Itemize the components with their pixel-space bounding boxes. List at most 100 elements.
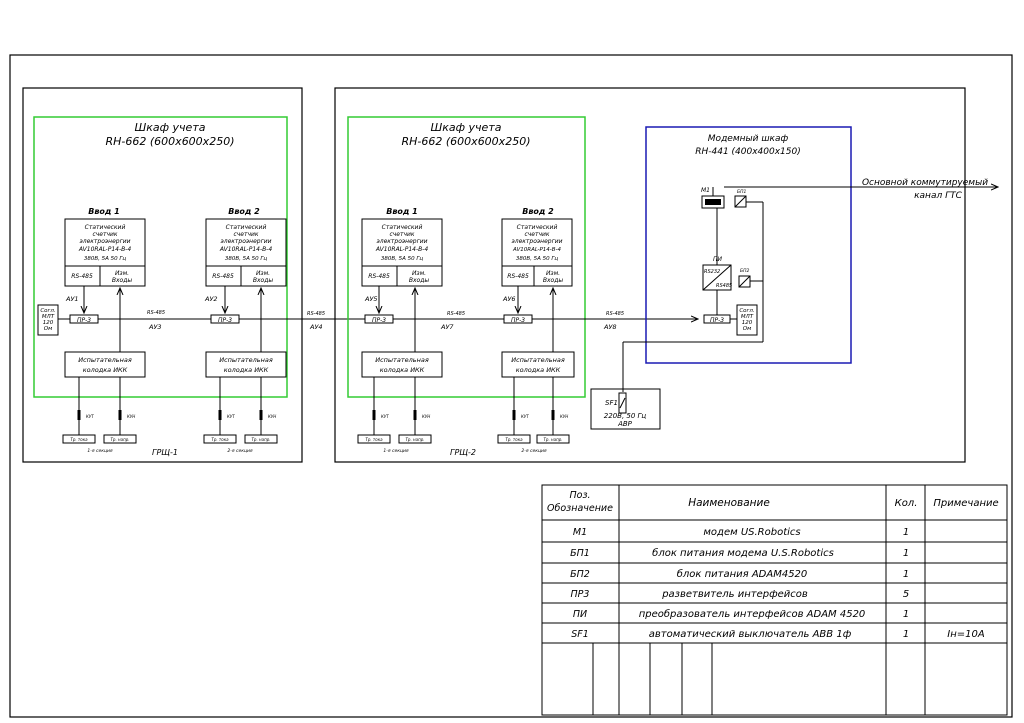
svg-text:Статический: Статический [517, 224, 558, 231]
svg-text:МЛТ: МЛТ [42, 314, 55, 320]
svg-text:Испытательная: Испытательная [375, 356, 429, 364]
svg-text:Испытательная: Испытательная [511, 356, 565, 364]
cab2-t2b: Тр. напр. [543, 437, 562, 442]
table-row: БП2 блок питания ADAM4520 1 [570, 568, 909, 580]
cab2-t1b: Тр. тока [505, 437, 523, 442]
cab2-t1a: Тр. тока [365, 437, 383, 442]
hdr-name: Наименование [688, 497, 770, 509]
svg-text:AV10RAL-P14-B-4: AV10RAL-P14-B-4 [219, 246, 272, 253]
svg-text:Статический: Статический [85, 224, 126, 231]
modem-cabinet-frame [645, 126, 852, 364]
hdr-pos-2: Обозначение [547, 503, 613, 514]
cab2-splitter1: ПР-3 [364, 314, 394, 324]
svg-text:Ом: Ом [44, 326, 52, 332]
svg-text:ПР-3: ПР-3 [218, 317, 232, 324]
au2: АУ2 [204, 295, 218, 303]
sf1-box [590, 388, 661, 430]
svg-text:AV10RAL-P14-B-4: AV10RAL-P14-B-4 [78, 246, 131, 253]
cab1-terminals [62, 377, 278, 444]
grsh2-enclosure [334, 87, 966, 463]
cab2-terminals [357, 377, 570, 444]
hdr-note: Примечание [933, 498, 998, 509]
svg-text:Статический: Статический [382, 224, 423, 231]
bp2-label: БП2 [740, 268, 749, 274]
svg-text:Испытательная: Испытательная [78, 356, 132, 364]
svg-text:М1: М1 [573, 527, 587, 538]
cab2-test-block1: Испытательная колодка ИКК [361, 351, 443, 378]
svg-text:колодка ИКК: колодка ИКК [83, 366, 128, 374]
cab2-meter1: Статический счетчик электроэнергии AV10R… [361, 218, 443, 287]
cab1-sec2: 2-я секция [227, 448, 253, 454]
svg-text:AV10RAL-P14-B-4: AV10RAL-P14-B-4 [375, 246, 428, 253]
svg-text:электроэнергии: электроэнергии [220, 238, 271, 245]
svg-text:БП2: БП2 [570, 569, 590, 580]
svg-text:RS-485: RS-485 [71, 273, 93, 280]
svg-text:RS-485: RS-485 [368, 273, 390, 280]
rs485-label: RS485 [716, 283, 732, 289]
channel-label-2: канал ГТС [914, 191, 962, 201]
cab1-termination-resistor: Согл. МЛТ 120 Ом [37, 304, 59, 336]
svg-text:RS-485: RS-485 [507, 273, 529, 280]
svg-text:380В, 5А 50 Гц: 380В, 5А 50 Гц [225, 256, 268, 262]
bp2-power [738, 275, 751, 288]
svg-text:автоматический выключатель ABB: автоматический выключатель ABB 1ф [649, 629, 852, 640]
cab1-sec1: 1-я секция [87, 448, 113, 454]
bus-label-2: RS-485 [307, 311, 325, 317]
table-row: БП1 блок питания модема U.S.Robotics 1 [570, 547, 909, 559]
svg-text:Изм.: Изм. [546, 270, 560, 277]
svg-text:электроэнергии: электроэнергии [511, 238, 562, 245]
svg-text:блок питания ADAM4520: блок питания ADAM4520 [677, 568, 808, 580]
svg-text:Входы: Входы [409, 277, 429, 284]
svg-text:счетчик: счетчик [92, 231, 117, 238]
cab2-meter2-title: Ввод 2 [522, 207, 554, 216]
cab2-meter1-title: Ввод 1 [386, 207, 417, 216]
cabinet1-frame [33, 116, 288, 398]
cabinet1-subtitle: RH-662 (600x600x250) [106, 135, 235, 148]
svg-text:Испытательная: Испытательная [219, 356, 273, 364]
svg-text:Статический: Статический [226, 224, 267, 231]
table-row: ПР3 разветвитель интерфейсов 5 [571, 589, 910, 600]
table-row: М1 модем US.Robotics 1 [573, 527, 909, 538]
cab1-t2b: Тр. напр. [251, 437, 270, 442]
svg-text:разветвитель интерфейсов: разветвитель интерфейсов [661, 589, 808, 600]
sf1-breaker-switch [619, 397, 626, 409]
svg-text:электроэнергии: электроэнергии [376, 238, 427, 245]
sheet-frame [9, 54, 1013, 718]
bp1-power [734, 195, 747, 208]
cab1-w2b: КУН [268, 414, 276, 419]
cabinet2-label: ГРЩ-2 [450, 448, 476, 457]
sf1-label: SF1 [605, 399, 618, 407]
svg-text:ПР3: ПР3 [571, 589, 590, 600]
pi-label: ПИ [713, 256, 723, 263]
sf1-note: АВР [617, 420, 633, 428]
svg-text:RS-485: RS-485 [212, 273, 234, 280]
svg-text:модем US.Robotics: модем US.Robotics [703, 527, 800, 538]
svg-text:Изм.: Изм. [115, 270, 129, 277]
svg-text:Ом: Ом [743, 326, 751, 332]
sf1-rating: 220В, 50 Гц [604, 412, 647, 420]
svg-text:Изм.: Изм. [256, 270, 270, 277]
modem-splitter: ПР-3 [703, 314, 731, 324]
svg-text:ПИ: ПИ [573, 609, 587, 620]
cab1-w1b: КУТ [227, 414, 235, 419]
svg-text:электроэнергии: электроэнергии [79, 238, 130, 245]
svg-text:счетчик: счетчик [233, 231, 258, 238]
svg-text:380В, 5А 50 Гц: 380В, 5А 50 Гц [381, 256, 424, 262]
svg-text:1: 1 [903, 629, 909, 640]
svg-text:380В, 5А 50 Гц: 380В, 5А 50 Гц [516, 256, 559, 262]
svg-text:счетчик: счетчик [389, 231, 414, 238]
modem-title: Модемный шкаф [708, 134, 789, 144]
svg-text:ПР-3: ПР-3 [710, 317, 724, 324]
table-row: ПИ преобразователь интерфейсов ADAM 4520… [573, 608, 909, 620]
grsh1-enclosure [22, 87, 303, 463]
cab2-splitter2: ПР-3 [503, 314, 533, 324]
rs232-label: RS232 [704, 269, 720, 275]
svg-text:120: 120 [43, 320, 54, 326]
spec-table [541, 484, 1008, 716]
bus-label-3: RS-485 [447, 311, 465, 317]
cab1-meter1: Статический счетчик электроэнергии AV10R… [64, 218, 146, 287]
sf1-breaker-symbol [618, 392, 627, 414]
cab1-t1b: Тр. тока [211, 437, 229, 442]
cab2-meter2: Статический счетчик электроэнергии AV10R… [501, 218, 573, 287]
cab2-sec1: 1-я секция [383, 448, 409, 454]
